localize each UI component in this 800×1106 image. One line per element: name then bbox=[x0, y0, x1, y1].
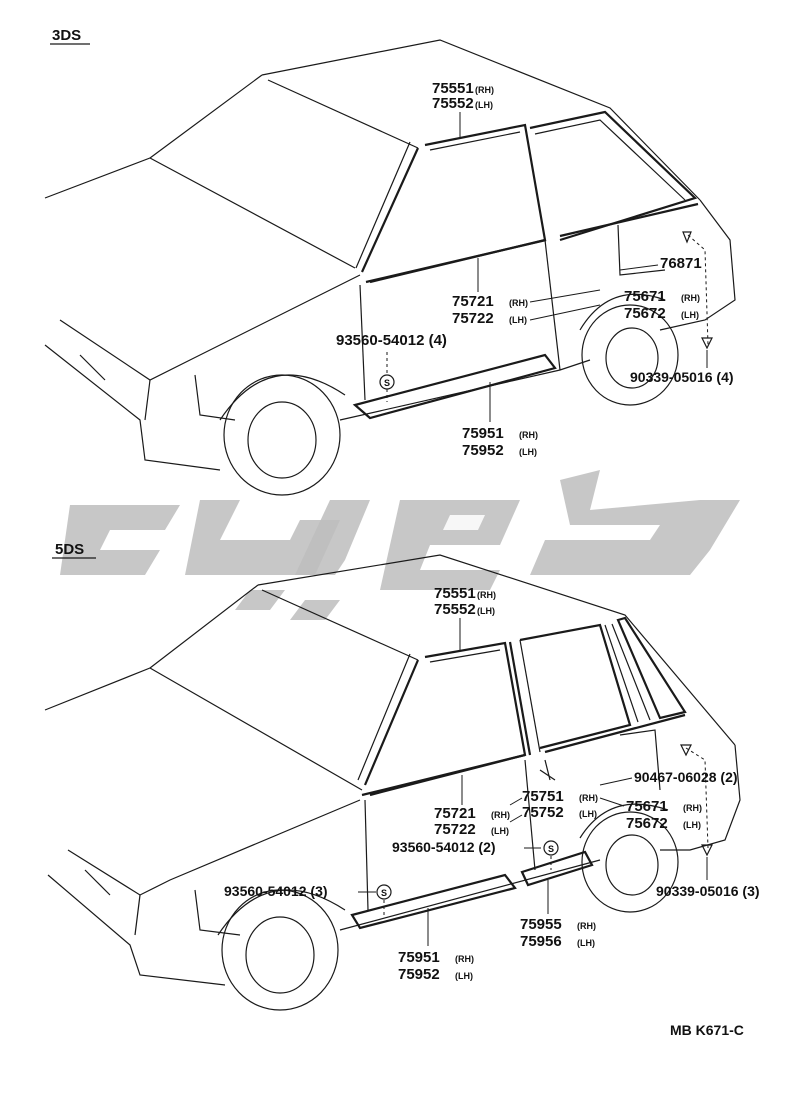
label-clip-3ds: 93560-54012 (4) bbox=[336, 332, 447, 349]
svg-text:(RH): (RH) bbox=[491, 810, 510, 820]
svg-text:75952: 75952 bbox=[462, 442, 504, 459]
svg-text:93560-54012 (4): 93560-54012 (4) bbox=[336, 332, 447, 349]
drawing-reference: MB K671-C bbox=[670, 1022, 744, 1038]
svg-text:75551: 75551 bbox=[432, 80, 474, 97]
svg-text:(LH): (LH) bbox=[681, 310, 699, 320]
svg-text:75721: 75721 bbox=[452, 293, 494, 310]
label-rear-clip-5ds: 90467-06028 (2) bbox=[599, 769, 738, 786]
label-roof-5ds: 75551 (RH) 75552 (LH) bbox=[434, 585, 496, 650]
svg-text:(LH): (LH) bbox=[475, 100, 493, 110]
svg-text:(LH): (LH) bbox=[455, 971, 473, 981]
label-rocker-rear-5ds: 75955 (RH) 75956 (LH) bbox=[520, 880, 596, 950]
label-clip-a-5ds: 93560-54012 (2) bbox=[392, 839, 541, 855]
svg-text:75552: 75552 bbox=[432, 95, 474, 112]
svg-text:75671: 75671 bbox=[626, 798, 668, 815]
svg-text:93560-54012 (3): 93560-54012 (3) bbox=[224, 883, 328, 899]
label-rocker-3ds: 75951 (RH) 75952 (LH) bbox=[462, 382, 538, 459]
svg-text:(RH): (RH) bbox=[455, 954, 474, 964]
svg-text:(LH): (LH) bbox=[579, 809, 597, 819]
label-76871: 76871 bbox=[619, 255, 702, 272]
label-screw-5ds: 90339-05016 (3) bbox=[656, 857, 760, 899]
svg-text:(RH): (RH) bbox=[579, 793, 598, 803]
svg-text:75722: 75722 bbox=[452, 310, 494, 327]
label-rocker-front-5ds: 75951 (RH) 75952 (LH) bbox=[398, 908, 474, 983]
svg-text:(RH): (RH) bbox=[519, 430, 538, 440]
label-clip-b-5ds: 93560-54012 (3) bbox=[224, 883, 376, 899]
svg-text:75956: 75956 bbox=[520, 933, 562, 950]
svg-text:S: S bbox=[381, 888, 387, 898]
svg-text:75672: 75672 bbox=[626, 815, 668, 832]
label-door-3ds: 75721 (RH) 75722 (LH) bbox=[452, 258, 601, 327]
svg-text:(RH): (RH) bbox=[509, 298, 528, 308]
svg-text:75551: 75551 bbox=[434, 585, 476, 602]
label-quarter-5ds: 75671 (RH) 75672 (LH) bbox=[599, 797, 702, 832]
svg-text:93560-54012 (2): 93560-54012 (2) bbox=[392, 839, 496, 855]
watermark-logo bbox=[60, 470, 740, 620]
label-roof-3ds: 75551 (RH) 75552 (LH) bbox=[432, 80, 494, 138]
svg-text:(RH): (RH) bbox=[577, 921, 596, 931]
svg-text:75722: 75722 bbox=[434, 821, 476, 838]
svg-text:90467-06028 (2): 90467-06028 (2) bbox=[634, 769, 738, 785]
car-3ds-outline bbox=[44, 39, 736, 496]
label-screw-3ds: 90339-05016 (4) bbox=[630, 350, 734, 385]
svg-text:S: S bbox=[384, 378, 390, 388]
svg-text:(LH): (LH) bbox=[477, 606, 495, 616]
svg-text:(RH): (RH) bbox=[477, 590, 496, 600]
label-rear-door-5ds: 75751 (RH) 75752 (LH) bbox=[509, 788, 598, 823]
svg-text:(LH): (LH) bbox=[683, 820, 701, 830]
svg-text:90339-05016 (4): 90339-05016 (4) bbox=[630, 369, 734, 385]
svg-text:75951: 75951 bbox=[462, 425, 504, 442]
svg-text:(LH): (LH) bbox=[491, 826, 509, 836]
svg-text:S: S bbox=[548, 844, 554, 854]
svg-text:90339-05016 (3): 90339-05016 (3) bbox=[656, 883, 760, 899]
svg-text:(RH): (RH) bbox=[681, 293, 700, 303]
svg-text:76871: 76871 bbox=[660, 255, 702, 272]
svg-text:(RH): (RH) bbox=[475, 85, 494, 95]
car-5ds-outline bbox=[44, 554, 741, 1011]
svg-text:75751: 75751 bbox=[522, 788, 564, 805]
svg-text:75952: 75952 bbox=[398, 966, 440, 983]
svg-text:75721: 75721 bbox=[434, 805, 476, 822]
label-quarter-3ds: 75671 (RH) 75672 (LH) bbox=[624, 288, 700, 322]
svg-text:(LH): (LH) bbox=[519, 447, 537, 457]
svg-text:75951: 75951 bbox=[398, 949, 440, 966]
section-label-5ds: 5DS bbox=[55, 541, 84, 558]
label-front-door-5ds: 75721 (RH) 75722 (LH) bbox=[434, 775, 510, 838]
section-label-3ds: 3DS bbox=[52, 27, 81, 44]
section-5ds: 5DS bbox=[44, 541, 760, 1011]
svg-text:(RH): (RH) bbox=[683, 803, 702, 813]
svg-text:75955: 75955 bbox=[520, 916, 562, 933]
svg-text:75752: 75752 bbox=[522, 804, 564, 821]
svg-text:75672: 75672 bbox=[624, 305, 666, 322]
svg-text:75552: 75552 bbox=[434, 601, 476, 618]
section-3ds: 3DS bbox=[44, 27, 736, 496]
svg-text:(LH): (LH) bbox=[577, 938, 595, 948]
svg-text:75671: 75671 bbox=[624, 288, 666, 305]
svg-text:(LH): (LH) bbox=[509, 315, 527, 325]
